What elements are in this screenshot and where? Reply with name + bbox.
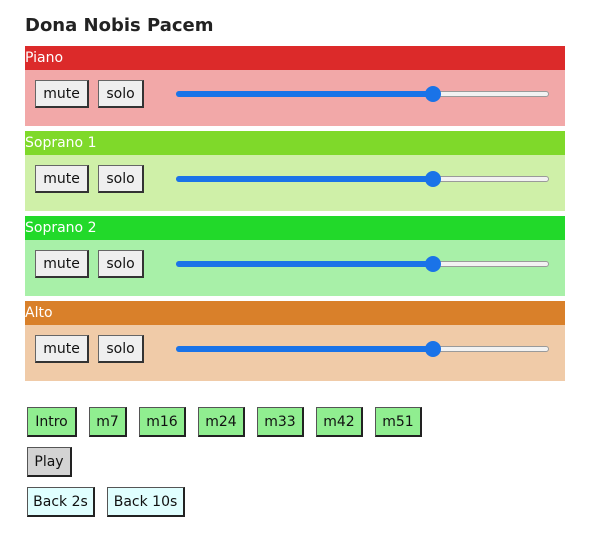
marker-button-m42[interactable]: m42	[316, 407, 363, 437]
slider-fill	[176, 176, 434, 182]
marker-button-intro[interactable]: Intro	[27, 407, 77, 437]
solo-button[interactable]: solo	[98, 250, 144, 278]
track-controls: mute solo	[25, 240, 565, 296]
slider-thumb[interactable]	[425, 341, 442, 357]
track-header: Alto	[25, 301, 565, 325]
track-header: Soprano 1	[25, 131, 565, 155]
track-piano: Piano mute solo	[25, 46, 565, 126]
track-name: Soprano 1	[25, 135, 97, 151]
solo-button[interactable]: solo	[98, 80, 144, 108]
mute-button[interactable]: mute	[35, 80, 89, 108]
track-name: Alto	[25, 305, 53, 321]
slider-fill	[176, 91, 434, 97]
slider-thumb[interactable]	[425, 171, 442, 187]
volume-slider[interactable]	[176, 171, 549, 187]
volume-slider[interactable]	[176, 341, 549, 357]
page-title: Dona Nobis Pacem	[25, 15, 214, 36]
solo-button[interactable]: solo	[98, 335, 144, 363]
marker-button-m7[interactable]: m7	[89, 407, 127, 437]
mute-button[interactable]: mute	[35, 335, 89, 363]
solo-button[interactable]: solo	[98, 165, 144, 193]
play-button[interactable]: Play	[27, 447, 72, 477]
track-controls: mute solo	[25, 325, 565, 381]
back-2s-button[interactable]: Back 2s	[27, 487, 95, 517]
track-controls: mute solo	[25, 70, 565, 126]
slider-thumb[interactable]	[425, 256, 442, 272]
marker-button-m24[interactable]: m24	[198, 407, 245, 437]
mute-button[interactable]: mute	[35, 165, 89, 193]
volume-slider[interactable]	[176, 86, 549, 102]
track-name: Soprano 2	[25, 220, 97, 236]
track-soprano-1: Soprano 1 mute solo	[25, 131, 565, 211]
track-soprano-2: Soprano 2 mute solo	[25, 216, 565, 296]
track-header: Piano	[25, 46, 565, 70]
slider-fill	[176, 261, 434, 267]
mute-button[interactable]: mute	[35, 250, 89, 278]
marker-button-m16[interactable]: m16	[139, 407, 186, 437]
track-header: Soprano 2	[25, 216, 565, 240]
slider-thumb[interactable]	[425, 86, 442, 102]
track-name: Piano	[25, 50, 64, 66]
marker-button-m33[interactable]: m33	[257, 407, 304, 437]
slider-fill	[176, 346, 434, 352]
marker-button-m51[interactable]: m51	[375, 407, 422, 437]
track-alto: Alto mute solo	[25, 301, 565, 381]
track-controls: mute solo	[25, 155, 565, 211]
back-10s-button[interactable]: Back 10s	[107, 487, 185, 517]
volume-slider[interactable]	[176, 256, 549, 272]
